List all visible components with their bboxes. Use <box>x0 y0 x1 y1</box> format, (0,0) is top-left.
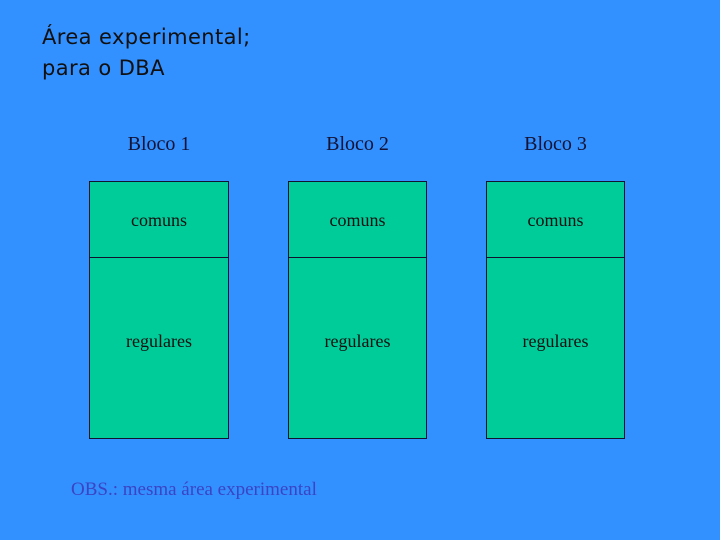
block-3-header: Bloco 3 <box>524 133 587 155</box>
block-2-box: comuns regulares <box>288 181 427 439</box>
block-1-regulares-section: regulares <box>90 258 228 438</box>
block-1-header: Bloco 1 <box>127 133 191 155</box>
block-1-comuns-section: comuns <box>90 182 228 258</box>
block-2-regulares-label: regulares <box>324 331 391 351</box>
title-line-1: Área experimental; <box>42 25 251 49</box>
block-3-regulares-label: regulares <box>522 331 589 351</box>
block-2-regulares-section: regulares <box>289 258 426 438</box>
block-3-comuns-label: comuns <box>527 209 584 230</box>
block-2-comuns-section: comuns <box>289 182 426 258</box>
block-1-box: comuns regulares <box>89 181 229 439</box>
observation-note: OBS.: mesma área experimental <box>71 479 317 500</box>
block-3-box: comuns regulares <box>486 181 625 439</box>
page-title: Área experimental; para o DBA <box>42 22 662 84</box>
block-3-regulares-section: regulares <box>487 258 624 438</box>
block-1-regulares-label: regulares <box>126 331 192 351</box>
block-3-comuns-section: comuns <box>487 182 624 258</box>
title-line-2: para o DBA <box>42 56 165 80</box>
block-1-comuns-label: comuns <box>131 209 187 230</box>
block-2-comuns-label: comuns <box>329 209 386 230</box>
block-2-header: Bloco 2 <box>326 133 389 155</box>
